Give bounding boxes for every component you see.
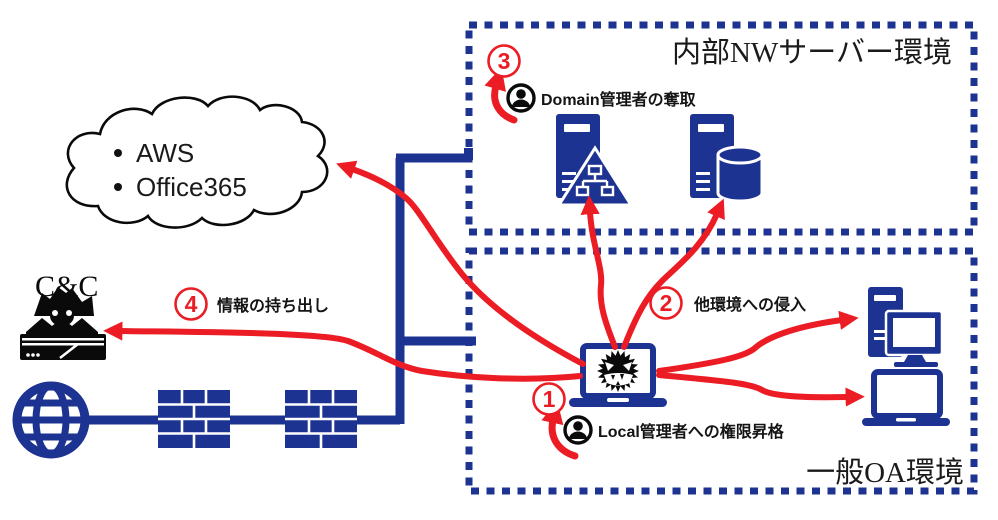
arrow-step1-swoosh	[541, 400, 579, 460]
step-2-number: 2	[660, 290, 673, 316]
malware-icon	[597, 350, 639, 392]
arrow-to-desktop	[656, 310, 859, 374]
step-4-number: 4	[185, 291, 198, 317]
arrow-step3-swoosh	[484, 67, 518, 124]
network-stub-top-cap	[464, 148, 473, 160]
admin-person-icon	[506, 83, 536, 113]
desktop-pc-icon	[868, 287, 944, 367]
laptop-icon	[862, 369, 950, 426]
step-1-badge	[532, 382, 566, 416]
admin-person-icon	[563, 415, 593, 445]
step-2-label: 他環境への侵入	[693, 295, 806, 314]
database-cylinder-icon	[716, 145, 764, 203]
ad-server-icon	[556, 114, 634, 207]
cnc-server: C&C	[20, 270, 106, 360]
step-4: 4 情報の持ち出し	[174, 287, 329, 321]
arrow-to-laptop	[656, 372, 865, 407]
step-3-badge	[487, 44, 521, 78]
step-1: 1 Local管理者への権限昇格	[532, 382, 785, 445]
bullet-dot	[114, 149, 122, 157]
cloud-service-aws: AWS	[136, 138, 194, 168]
step-4-label: 情報の持ち出し	[217, 296, 329, 315]
step-4-badge	[174, 287, 208, 321]
hacker-spy-icon	[20, 287, 106, 360]
cloud-icon: AWS Office365	[65, 95, 329, 229]
cloud-service-office365: Office365	[136, 172, 247, 202]
infected-laptop-icon	[569, 343, 667, 407]
step-3-label: Domain管理者の奪取	[541, 90, 696, 109]
general-oa-environment-box	[465, 247, 978, 495]
oa-environment-title: 一般OA環境	[806, 456, 964, 489]
firewall-icon-inner	[285, 390, 357, 448]
internal-environment-title: 内部NWサーバー環境	[672, 36, 952, 69]
internet-globe-icon	[12, 381, 90, 459]
arrow-to-db-server	[621, 198, 725, 350]
firewall-icon-outer	[158, 390, 230, 448]
arrow-exfiltration-to-cnc	[103, 321, 583, 382]
bullet-dot	[114, 183, 122, 191]
arrow-to-cloud	[336, 160, 586, 367]
step-3: 3 Domain管理者の奪取	[487, 44, 696, 113]
step-1-number: 1	[543, 386, 556, 412]
step-2: 2 他環境への侵入	[649, 286, 806, 320]
step-3-number: 3	[498, 48, 511, 74]
database-server-icon	[690, 114, 764, 203]
arrow-to-ad-server	[580, 195, 618, 350]
step-2-badge	[649, 286, 683, 320]
internal-nw-environment-box	[465, 21, 978, 236]
step-1-label: Local管理者への権限昇格	[598, 422, 785, 441]
attack-arrows	[103, 67, 865, 460]
